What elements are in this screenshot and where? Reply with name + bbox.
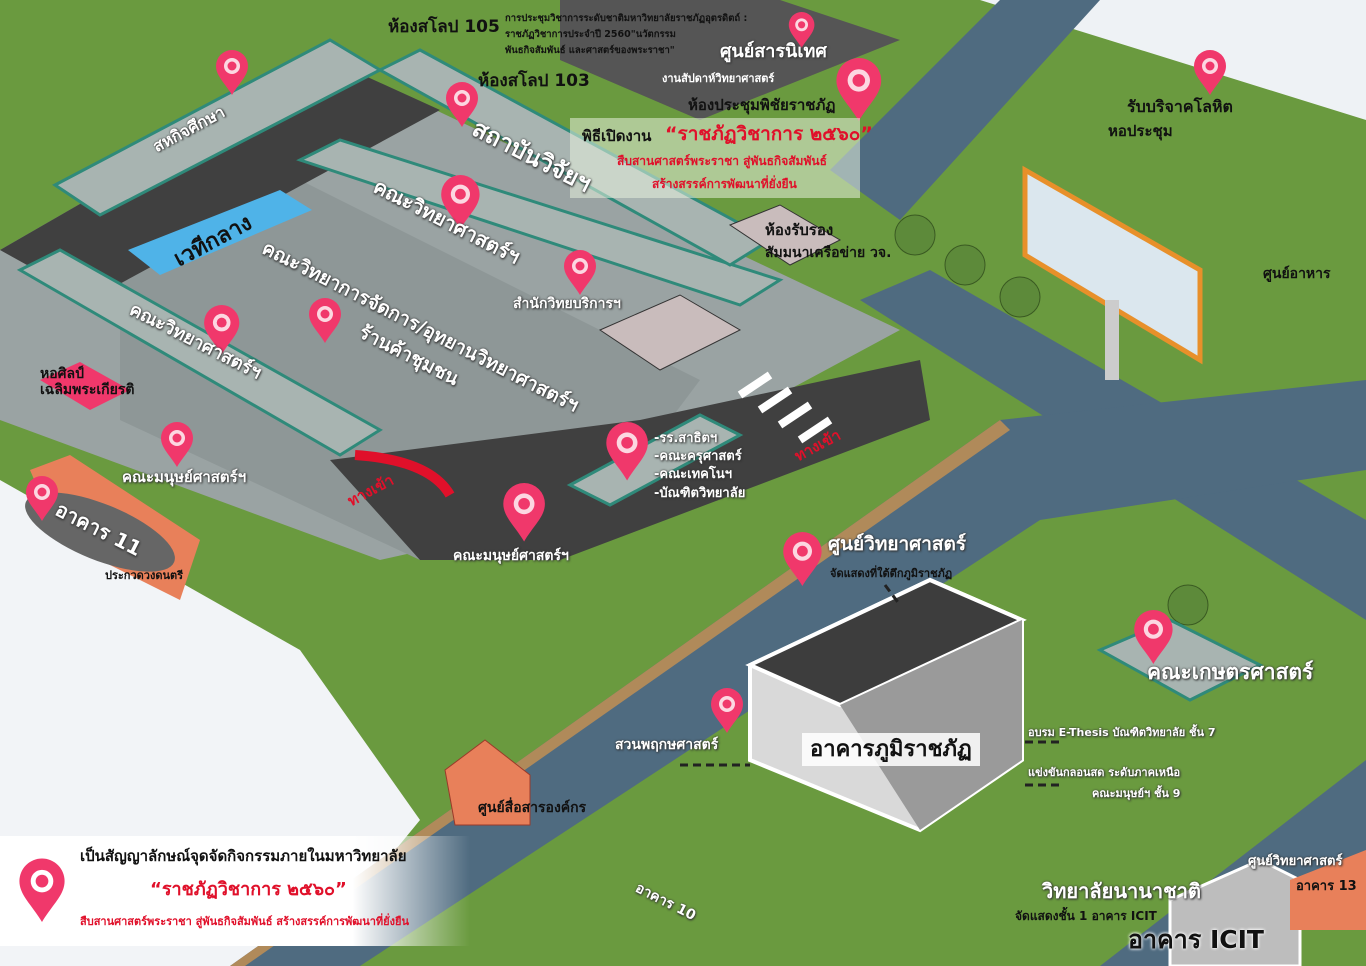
location-pin-icon[interactable] (1133, 610, 1174, 665)
building-11-badge (25, 492, 175, 572)
location-pin-icon[interactable] (440, 175, 481, 230)
label-reception-2: สัมมนาเครือข่าย วจ. (765, 245, 892, 261)
location-pin-icon[interactable] (445, 82, 479, 128)
label-music-contest: ประกวดวงดนตรี (105, 569, 184, 582)
label-food-center[interactable]: ศูนย์อาหาร (1263, 266, 1331, 282)
label-reception[interactable]: ห้องรับรอง (765, 221, 834, 239)
map-legend: เป็นสัญญาลักษณ์จุดจัดกิจกรรมภายในมหาวิทย… (0, 836, 470, 946)
info-center-banner (560, 0, 900, 120)
label-poem-contest-floor: คณะมนุษย์ฯ ชั้น 9 (1092, 787, 1181, 800)
label-botanic-garden[interactable]: สวนพฤกษศาสตร์ (615, 737, 719, 753)
location-pin-icon[interactable] (563, 250, 597, 296)
location-pin-icon[interactable] (605, 422, 649, 482)
art-gallery-building (40, 362, 130, 410)
road-top (830, 0, 1100, 220)
label-science-center[interactable]: ศูนย์วิทยาศาสตร์ (828, 533, 967, 555)
blueprint-area-top (480, 0, 1366, 120)
label-science-center-note: จัดแสดงที่ใต้ตึกภูมิราชภัฏ (830, 567, 953, 580)
label-event-name: “ราชภัฏวิชาการ ๒๕๖๐” (665, 123, 873, 145)
label-agri-faculty[interactable]: คณะเกษตรศาสตร์ (1147, 660, 1314, 684)
location-pin-icon[interactable] (25, 476, 59, 522)
label-poem-contest: แข่งขันกลอนสด ระดับภาคเหนือ (1028, 766, 1181, 779)
opening-panel (570, 118, 860, 198)
label-auditorium[interactable]: หอประชุม (1108, 122, 1173, 140)
asphalt-top (0, 60, 440, 300)
legend-line-1: เป็นสัญญาลักษณ์จุดจัดกิจกรรมภายในมหาวิทย… (80, 847, 407, 865)
label-academic-office[interactable]: สำนักวิทยบริการฯ (513, 296, 621, 312)
media-center-house (444, 739, 531, 826)
legend-line-2: “ราชภัฏวิชาการ ๒๕๖๐” (150, 879, 347, 900)
label-science-week: งานสัปดาห์วิทยาศาสตร์ (662, 72, 775, 85)
center-stage-pad (128, 190, 312, 275)
label-art-gallery[interactable]: หอศิลป์เฉลิมพระเกียรติ (40, 366, 135, 399)
academic-office-building (598, 294, 742, 371)
label-science-center-13[interactable]: ศูนย์วิทยาศาสตร์ (1248, 854, 1343, 869)
label-humanities-2[interactable]: คณะมนุษย์ศาสตร์ฯ (453, 548, 569, 564)
billboard (1022, 165, 1203, 365)
label-icit[interactable]: อาคาร ICIT (1128, 925, 1264, 954)
location-pin-icon[interactable] (788, 12, 815, 49)
location-pin-icon[interactable] (502, 483, 546, 543)
conference-note: การประชุมวิชาการระดับชาติมหาวิทยาลัยราชภ… (505, 13, 748, 56)
location-pin-icon[interactable] (308, 298, 342, 344)
label-intl-note: จัดแสดงชั้น 1 อาคาร ICIT (1015, 909, 1157, 923)
label-info-center[interactable]: ศูนย์สารนิเทศ (720, 41, 827, 62)
label-building-13[interactable]: อาคาร 13 (1296, 879, 1357, 894)
reception-building (728, 204, 842, 266)
location-pin-icon[interactable] (835, 58, 883, 122)
location-pin-icon[interactable] (782, 532, 823, 587)
label-pichai-hall[interactable]: ห้องประชุมพิชัยราชภัฏ (688, 96, 836, 114)
location-pin-icon[interactable] (203, 305, 240, 356)
label-room-105[interactable]: ห้องสโลป 105 (388, 17, 500, 37)
label-opening: พิธีเปิดงาน (582, 127, 652, 145)
label-humanities-1[interactable]: คณะมนุษย์ศาสตร์ฯ (122, 468, 247, 486)
label-room-103[interactable]: ห้องสโลป 103 (478, 71, 590, 91)
entrance-arrow (354, 450, 455, 498)
multi-faculty-list[interactable]: -รร.สาธิตฯ-คณะครุศาสตร์-คณะเทคโนฯ-บัณฑิต… (654, 431, 746, 501)
legend-line-3: สืบสานศาสตร์พระราชา สู่พันธกิจสัมพันธ์ ส… (80, 915, 409, 928)
label-media-center[interactable]: ศูนย์สื่อสารองค์กร (478, 800, 587, 816)
label-blood-donation[interactable]: รับบริจาคโลหิต (1127, 97, 1233, 116)
label-slogan-2: สร้างสรรค์การพัฒนาที่ยั่งยืน (652, 177, 797, 191)
location-pin-icon[interactable] (160, 422, 194, 468)
legend-pin-icon (19, 858, 65, 923)
label-poomrajabhat[interactable]: อาคารภูมิราชภัฏ (802, 733, 980, 767)
location-pin-icon[interactable] (215, 50, 249, 96)
road-bottom-right (1100, 760, 1366, 966)
label-slogan-1: สืบสานศาสตร์พระราชา สู่พันธกิจสัมพันธ์ (617, 154, 827, 168)
label-ethesis: อบรม E-Thesis บัณฑิตวิทยาลัย ชั้น 7 (1028, 726, 1216, 739)
building-13 (1290, 850, 1366, 930)
label-intl-college[interactable]: วิทยาลัยนานาชาติ (1042, 879, 1201, 903)
location-pin-icon[interactable] (710, 688, 744, 734)
location-pin-icon[interactable] (1193, 50, 1227, 96)
